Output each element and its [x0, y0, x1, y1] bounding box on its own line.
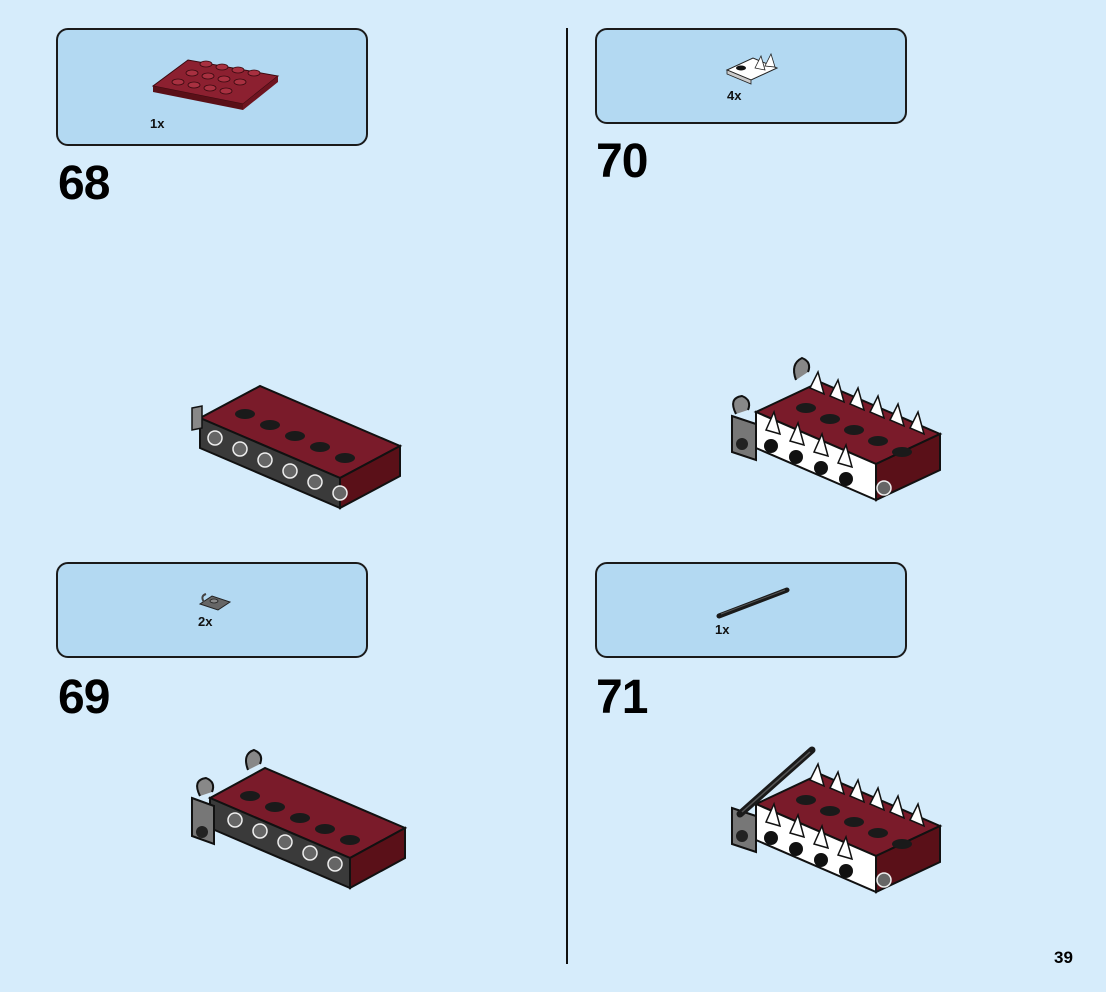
clip-plate-icon [198, 593, 232, 611]
parts-callout-step-69: 2x [56, 562, 368, 658]
step-70-assembly [731, 356, 943, 502]
part-quantity: 4x [727, 88, 742, 103]
page-number: 39 [1054, 948, 1073, 967]
step-number: 69 [58, 671, 110, 724]
parts-callout-step-71: 1x [595, 562, 907, 658]
step-number: 71 [596, 671, 648, 724]
parts-callout-step-70: 4x [595, 28, 907, 124]
part-quantity: 1x [715, 622, 730, 637]
dark-red-plate-icon [151, 59, 280, 110]
part-quantity: 2x [198, 614, 213, 629]
step-number: 70 [596, 135, 648, 188]
column-divider [566, 28, 568, 964]
step-number: 68 [58, 157, 110, 210]
step-71-assembly [731, 746, 943, 894]
step-68-assembly [191, 384, 403, 510]
part-quantity: 1x [150, 116, 165, 131]
tooth-plate-icon [725, 52, 779, 85]
parts-callout-step-68: 1x [56, 28, 368, 146]
step-69-assembly [191, 748, 408, 890]
black-bar-icon [716, 587, 790, 619]
